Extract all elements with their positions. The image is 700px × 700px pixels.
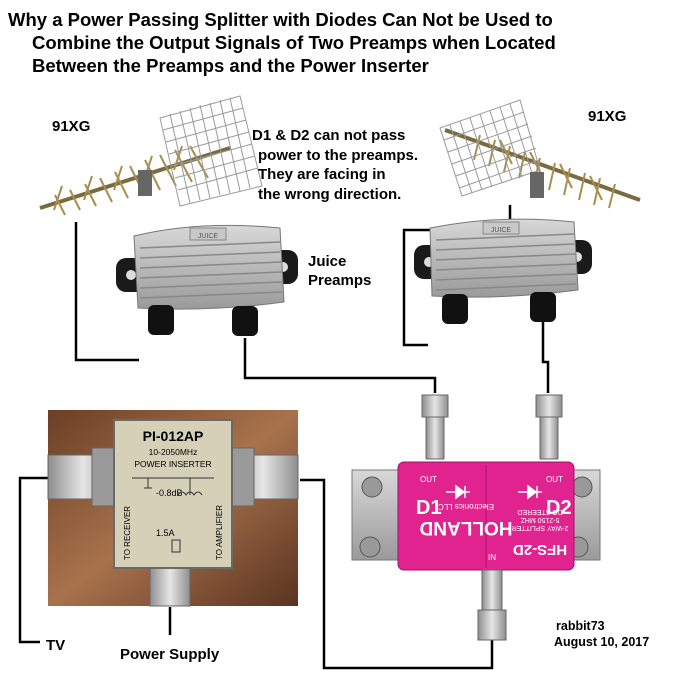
right-preamp-brand: JUICE <box>491 227 512 234</box>
wire-left-antenna-to-preamp <box>74 222 139 362</box>
title-line-1: Why a Power Passing Splitter with Diodes… <box>8 9 553 30</box>
wire-left-preamp-to-splitter <box>243 338 437 393</box>
splitter-d2-label: D2 <box>546 497 572 519</box>
note-line-1: D1 & D2 can not pass <box>252 127 406 144</box>
right-antenna-label: 91XG <box>588 108 627 125</box>
inserter-to-receiver: TO RECEIVER <box>123 506 132 560</box>
splitter-brand: HOLLAND <box>420 517 513 538</box>
inserter-model: PI-012AP <box>143 428 204 444</box>
diagram-title: Why a Power Passing Splitter with Diodes… <box>8 8 698 77</box>
splitter-freq: 5-2150 MHZ <box>520 516 560 523</box>
splitter-out2-label: OUT <box>546 475 563 484</box>
splitter-out1-label: OUT <box>420 475 437 484</box>
note-line-3: They are facing in <box>258 166 386 183</box>
credit-date: August 10, 2017 <box>554 635 650 649</box>
left-antenna-icon <box>39 95 263 216</box>
title-line-2: Combine the Output Signals of Two Preamp… <box>32 32 556 53</box>
left-preamp-brand: JUICE <box>198 233 219 240</box>
splitter-in-label: IN <box>488 553 496 562</box>
inserter-to-amplifier: TO AMPLIFIER <box>215 505 224 560</box>
splitter-icon: OUT OUT D1 D2 HOLLAND Electronics LLC HF… <box>351 394 601 641</box>
power-inserter-icon: PI-012AP 10-2050MHz POWER INSERTER -0.8d… <box>47 410 299 607</box>
splitter-model: HFS-2D <box>513 541 567 558</box>
author-credit: rabbit73 August 10, 2017 <box>554 618 649 650</box>
inserter-freq: 10-2050MHz <box>149 447 198 457</box>
left-preamp-icon: JUICE <box>116 224 298 336</box>
tv-label: TV <box>46 637 66 654</box>
wire-right-preamp-to-splitter <box>541 322 550 393</box>
splitter-maker: Electronics LLC <box>438 502 494 511</box>
power-supply-label: Power Supply <box>120 646 220 663</box>
coax-wires <box>18 205 550 670</box>
splitter-power: DC STEERED <box>517 508 562 515</box>
left-antenna-label: 91XG <box>52 118 91 135</box>
diode-note: D1 & D2 can not pass power to the preamp… <box>252 126 418 204</box>
inserter-name: POWER INSERTER <box>134 459 211 469</box>
title-line-3: Between the Preamps and the Power Insert… <box>32 55 429 76</box>
note-line-4: the wrong direction. <box>258 185 402 203</box>
diode-d2-icon <box>518 484 542 500</box>
wire-splitter-to-inserter <box>300 478 494 670</box>
preamps-label-line-2: Preamps <box>308 272 372 289</box>
inserter-loss: -0.8dB <box>156 488 183 498</box>
wire-inserter-to-tv <box>18 476 48 644</box>
preamps-label-line-1: Juice <box>308 253 347 270</box>
splitter-type: 2-WAY SPLITTER <box>512 524 569 531</box>
inserter-current: 1.5A <box>156 528 175 538</box>
diode-d1-icon <box>446 484 470 500</box>
credit-author: rabbit73 <box>556 619 605 633</box>
note-line-2: power to the preamps. <box>258 146 419 164</box>
right-preamp-icon: JUICE <box>414 218 592 324</box>
splitter-d1-label: D1 <box>416 497 442 519</box>
right-antenna-icon <box>439 99 641 209</box>
